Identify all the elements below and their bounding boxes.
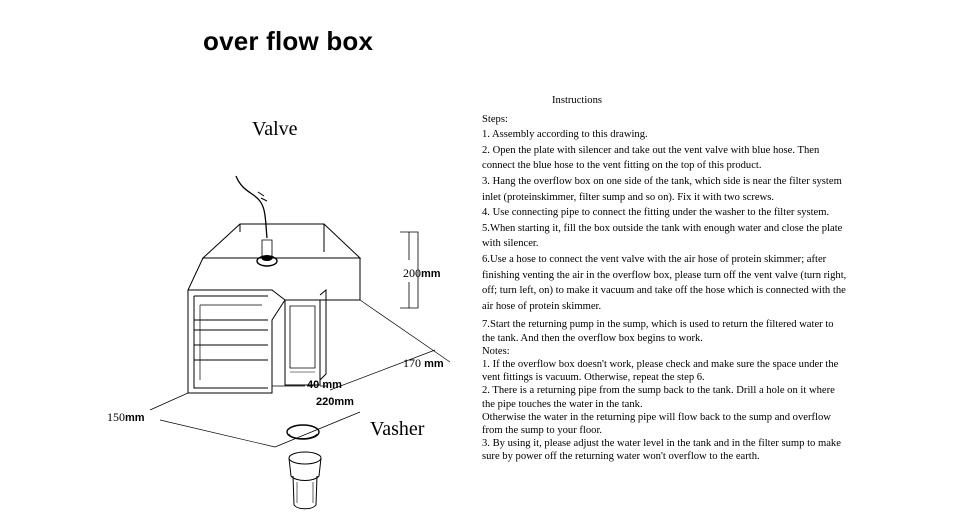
instruction-line: 5.When starting it, fill the box outside…	[482, 222, 843, 234]
washer-label: Vasher	[370, 418, 425, 440]
instructions-steps: 1. Assembly according to this drawing. 2…	[482, 127, 902, 314]
note-line: vent fittings is vacuum. Otherwise, repe…	[482, 372, 705, 384]
notes-label: Notes:	[482, 345, 510, 357]
note-line: 3. By using it, please adjust the water …	[482, 438, 841, 450]
height-value: 200	[403, 266, 421, 280]
height-dim-line	[400, 231, 419, 309]
instruction-line: air hose of protein skimmer.	[482, 300, 602, 312]
note-line: sure by power off the returning water wo…	[482, 451, 760, 463]
instructions-heading: Instructions	[552, 95, 603, 106]
height-unit: mm	[421, 268, 441, 280]
instruction-line: the tank. And then the overflow box begi…	[482, 332, 703, 344]
height-dimension: 200mm	[403, 266, 441, 281]
instructions-panel: Instructions Steps: 1. Assembly accordin…	[482, 93, 902, 464]
note-line: from the sump to your floor.	[482, 424, 603, 436]
depth-dim-line	[329, 299, 451, 391]
washer-ring	[286, 424, 320, 440]
instructions-notes: 7.Start the returning pump in the sump, …	[482, 318, 902, 463]
instruction-line: 1. Assembly according to this drawing.	[482, 129, 648, 141]
depth-unit: mm	[424, 358, 444, 370]
instruction-line: 4. Use connecting pipe to connect the fi…	[482, 207, 830, 219]
instruction-line: 3. Hang the overflow box on one side of …	[482, 175, 842, 187]
instruction-line: off; turn left, on) to make it vacuum an…	[482, 285, 846, 297]
box-top-face	[201, 223, 362, 259]
depth-dimension: 170 mm	[403, 356, 444, 371]
blue-hose	[235, 175, 268, 239]
instruction-line: connect the blue hose to the vent fittin…	[482, 160, 762, 172]
valve-label: Valve	[252, 118, 298, 140]
outlet-length-unit: mm	[334, 396, 354, 408]
instruction-line: finishing venting the air in the overflo…	[482, 269, 847, 281]
outlet-length-dimension: 220mm	[316, 396, 354, 408]
note-line: the pipe touches the water in the tank.	[482, 398, 643, 410]
instruction-line: 6.Use a hose to connect the vent valve w…	[482, 253, 827, 265]
box-front-face	[187, 257, 361, 394]
outlet-tube	[284, 299, 321, 386]
depth-value: 170	[403, 356, 421, 370]
outlet-width-dimension: 40 mm	[307, 379, 342, 391]
steps-label: Steps:	[482, 113, 508, 125]
note-line: Otherwise the water in the returning pip…	[482, 411, 831, 423]
pipe-fitting	[288, 451, 322, 465]
note-line: 2. There is a returning pipe from the su…	[482, 385, 835, 397]
outlet-width-unit: mm	[322, 379, 342, 391]
outlet-width-value: 40	[307, 379, 320, 391]
note-line: 1. If the overflow box doesn't work, ple…	[482, 358, 839, 370]
width-value: 150	[107, 410, 125, 424]
outlet-length-value: 220	[316, 396, 335, 408]
width-unit: mm	[125, 412, 145, 424]
instruction-line: inlet (proteinskimmer, filter sump and s…	[482, 191, 775, 203]
instruction-line: 7.Start the returning pump in the sump, …	[482, 319, 834, 331]
instruction-line: with silencer.	[482, 238, 539, 250]
diagram-title: over flow box	[203, 26, 374, 56]
instruction-line: 2. Open the plate with silencer and take…	[482, 144, 820, 156]
width-dimension: 150mm	[107, 410, 145, 425]
